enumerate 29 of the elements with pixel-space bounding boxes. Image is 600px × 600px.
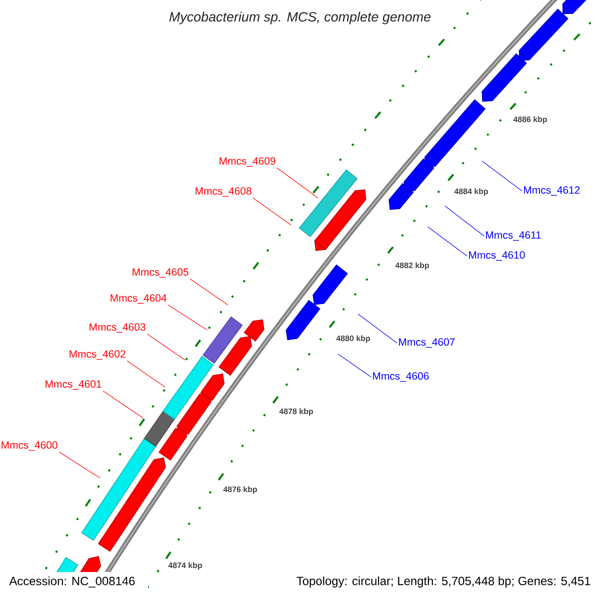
gene-label: Mmcs_4612 <box>524 186 580 196</box>
leader-line <box>358 314 398 344</box>
leader-line <box>444 206 484 236</box>
leader-line <box>126 360 166 388</box>
gene-label: Mmcs_4608 <box>196 187 252 197</box>
gene-label: Mmcs_4602 <box>70 350 126 360</box>
gene-label: Mmcs_4607 <box>399 338 455 348</box>
gene-label: Mmcs_4611 <box>486 231 541 241</box>
leader-line <box>428 226 468 256</box>
leader-line <box>252 198 292 226</box>
leader-line <box>338 354 372 378</box>
genome-info-text: Topology: circular; Length: 5,705,448 bp; Genes: 5,451 <box>296 576 590 588</box>
gene-label: Mmcs_4604 <box>110 294 166 304</box>
gene-label: Mmcs_4603 <box>90 323 146 333</box>
leader-line <box>102 390 144 418</box>
leader-line <box>168 304 208 330</box>
gene-label: Mmcs_4605 <box>132 268 188 278</box>
leader-line <box>482 160 522 192</box>
gene-label: Mmcs_4609 <box>220 157 276 167</box>
gene-label: Mmcs_4600 <box>2 441 58 451</box>
gene-label: Mmcs_4610 <box>469 251 525 261</box>
leader-line <box>190 278 228 306</box>
gene-label: Mmcs_4606 <box>373 372 429 382</box>
gene-label: Mmcs_4601 <box>46 380 102 390</box>
accession-text: Accession: NC_008146 <box>0 572 148 600</box>
title: Mycobacterium sp. MCS, complete genome <box>169 12 431 24</box>
leader-line <box>146 334 186 360</box>
leader-line <box>276 168 318 198</box>
leader-line <box>58 452 100 478</box>
